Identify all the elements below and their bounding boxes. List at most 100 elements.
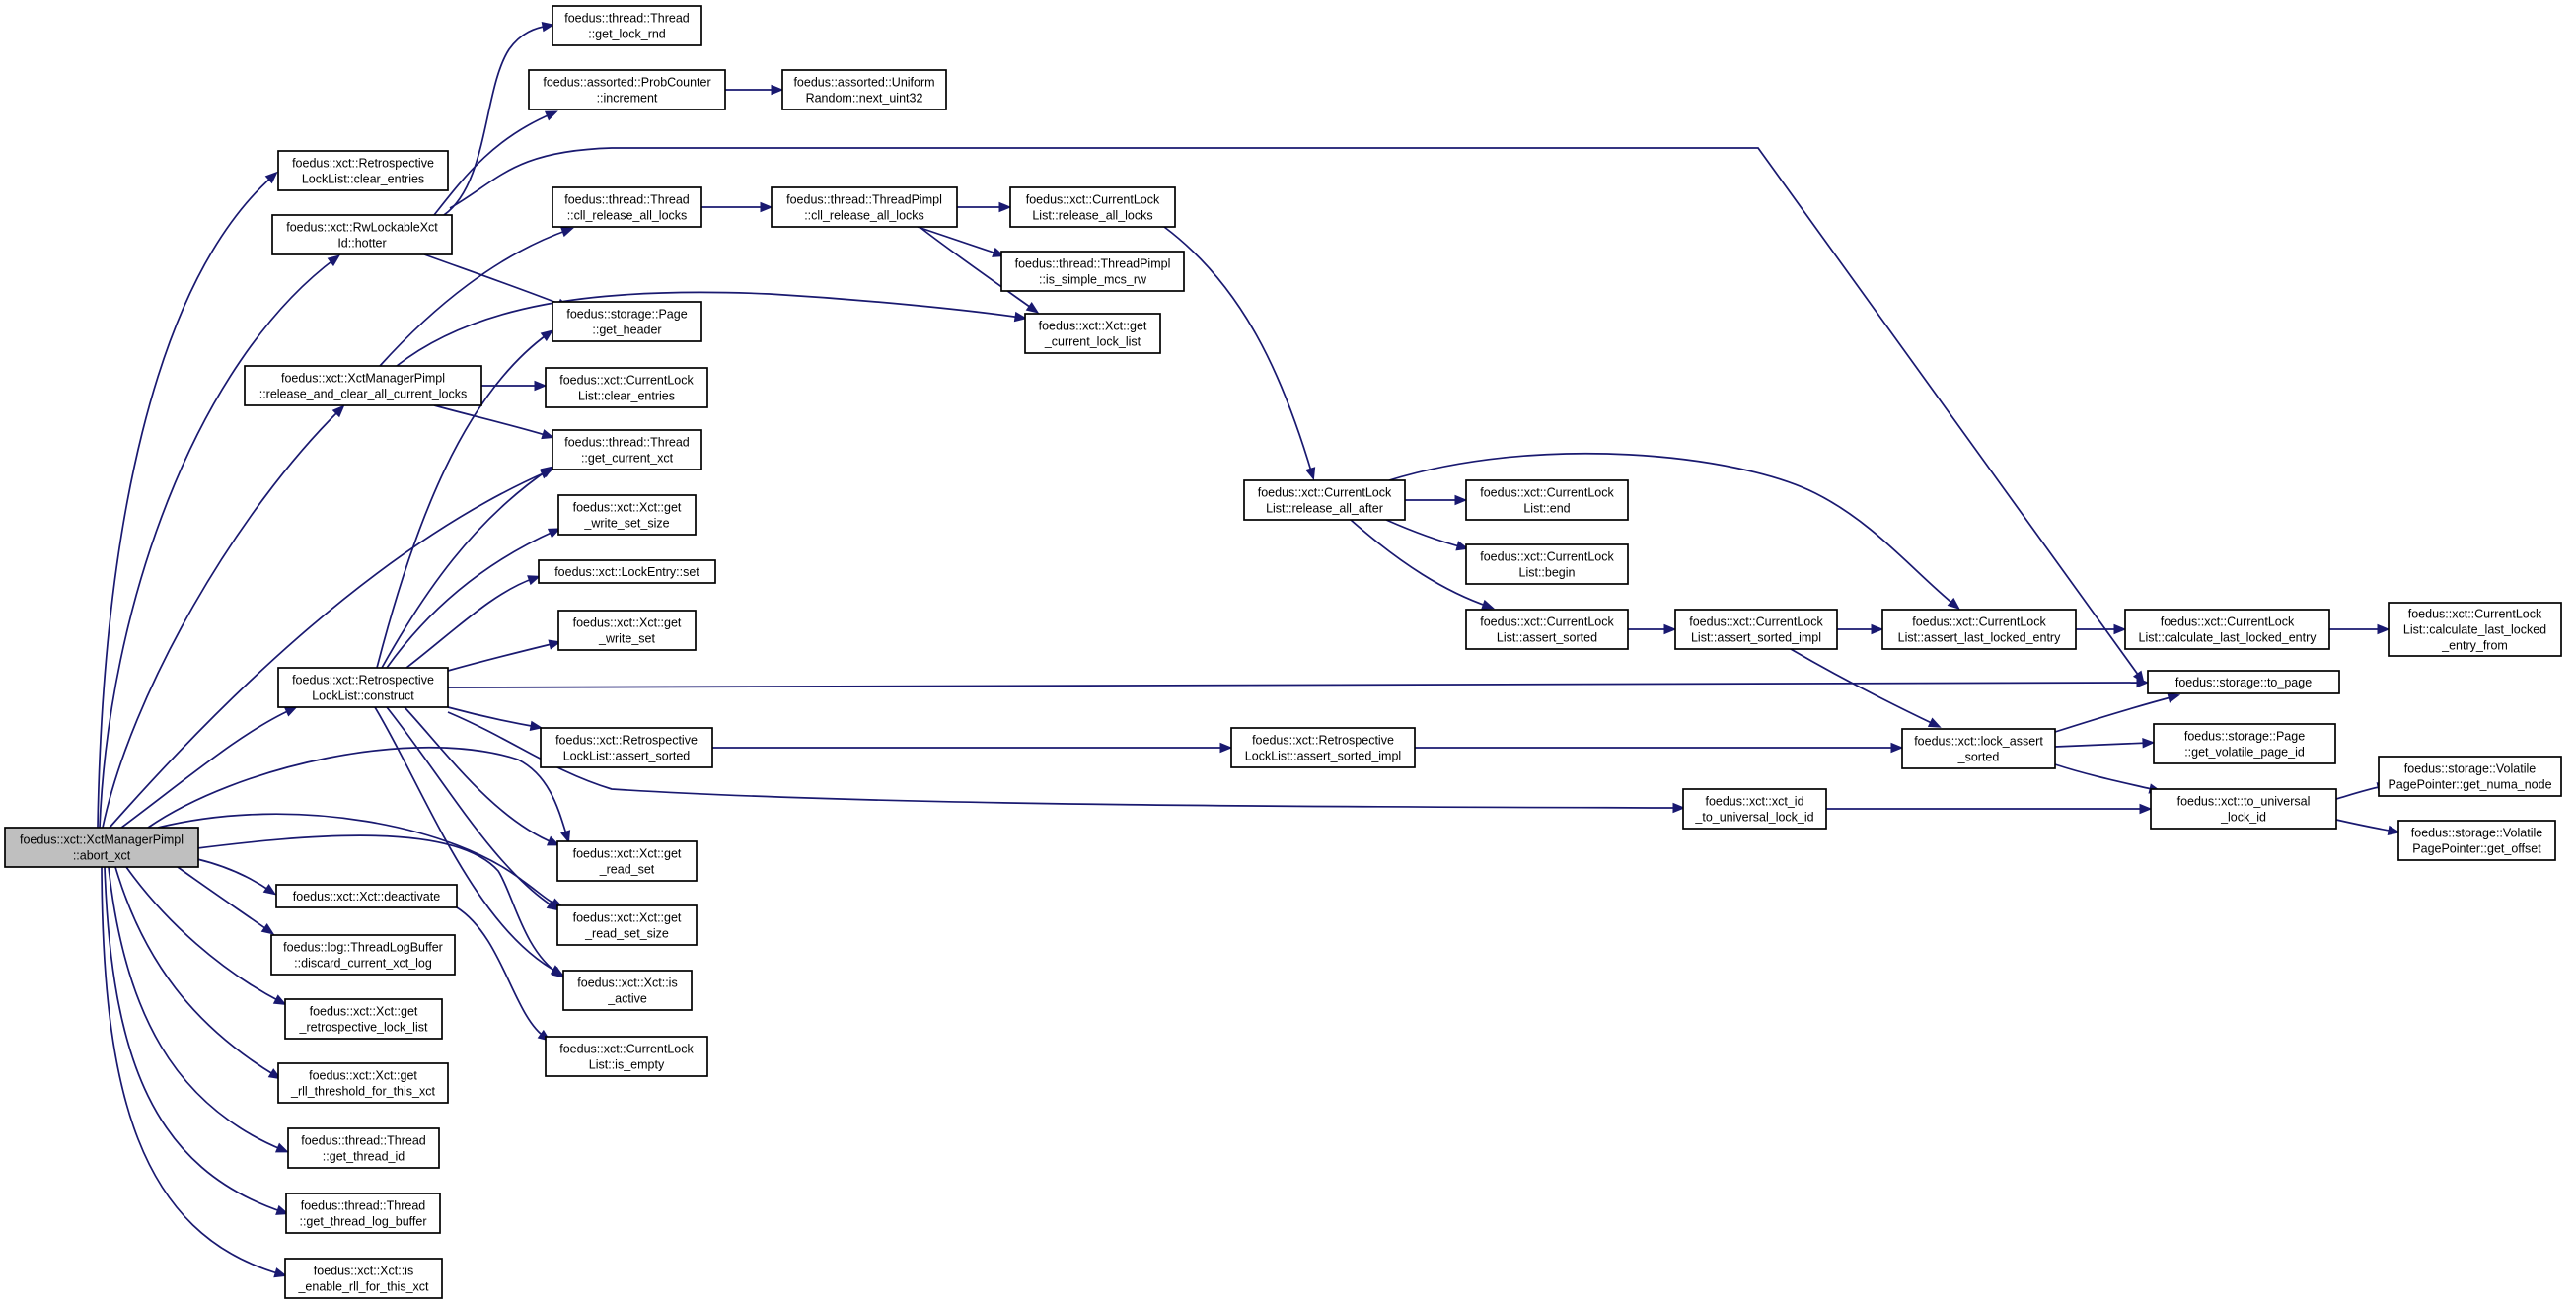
function-node-n32[interactable]: foedus::xct::CurrentLockList::calculate_… [2388,602,2562,657]
function-node-n23[interactable]: foedus::thread::ThreadPimpl::cll_release… [771,186,958,228]
function-node-n6[interactable]: foedus::xct::Xct::deactivate [275,884,458,908]
edge-arrowhead [1871,623,1884,635]
function-node-n0[interactable]: foedus::xct::XctManagerPimpl::abort_xct [4,827,199,868]
edge-arrowhead [771,84,784,96]
edge-arrowhead [560,227,574,238]
function-node-n4[interactable]: foedus::thread::Thread::get_current_xct [552,429,702,470]
function-node-box [1901,728,2056,769]
function-node-box [2150,788,2337,830]
call-edge-n5-n39 [376,329,554,669]
function-node-n26[interactable]: foedus::xct::CurrentLockList::release_al… [1243,479,1406,521]
function-node-n21[interactable]: foedus::xct::Xct::get_current_lock_list [1024,313,1161,354]
call-edge-n0-n8 [125,866,287,1005]
function-node-label: List::calculate_last_locked_entry [2139,631,2318,645]
function-node-n28[interactable]: foedus::xct::CurrentLockList::assert_sor… [1465,609,1629,650]
function-node-label: _rll_threshold_for_this_xct [290,1085,435,1099]
call-edge-n43-n45 [712,742,1233,754]
edge-line [376,332,550,669]
call-edge-n3-n20 [379,227,574,367]
function-node-label: List::release_all_locks [1032,209,1152,223]
function-node-n27[interactable]: foedus::xct::CurrentLockList::assert_las… [1881,609,2077,650]
function-node-n39[interactable]: foedus::storage::Page::get_header [552,301,702,342]
function-node-n5[interactable]: foedus::xct::RetrospectiveLockList::cons… [277,667,449,708]
function-node-label: List::is_empty [589,1058,665,1072]
function-node-label: List::clear_entries [578,390,675,403]
edge-line [381,469,550,669]
function-node-label: foedus::thread::Thread [564,193,690,207]
function-node-label: foedus::assorted::ProbCounter [543,76,710,90]
call-edge-n3-n21 [396,291,1028,367]
function-node-n20[interactable]: foedus::thread::Thread::cll_release_all_… [552,186,702,228]
function-node-box [545,367,708,408]
function-node-label: foedus::thread::ThreadPimpl [1015,257,1171,271]
function-node-n37[interactable]: foedus::storage::VolatilePagePointer::ge… [2378,756,2562,797]
function-node-n11[interactable]: foedus::thread::Thread::get_thread_log_b… [285,1193,441,1234]
edge-arrowhead [260,922,275,935]
function-node-n9[interactable]: foedus::xct::Xct::get_rll_threshold_for_… [277,1062,449,1104]
function-node-n31[interactable]: foedus::xct::CurrentLockList::calculate_… [2124,609,2330,650]
call-edge-n3-n22 [481,380,548,392]
function-node-n41[interactable]: foedus::xct::LockEntry::set [538,559,716,584]
function-node-n24[interactable]: foedus::xct::CurrentLockList::release_al… [1009,186,1176,228]
function-node-label: foedus::thread::Thread [301,1134,426,1148]
function-node-n33[interactable]: foedus::xct::CurrentLockList::assert_sor… [1674,609,1838,650]
function-node-n38[interactable]: foedus::storage::VolatilePagePointer::ge… [2397,820,2556,861]
function-node-n17[interactable]: foedus::assorted::ProbCounter::increment [528,69,726,110]
function-node-label: List::calculate_last_locked [2403,623,2546,637]
function-node-n42[interactable]: foedus::xct::Xct::get_write_set [557,610,697,651]
function-node-box [277,667,449,708]
function-node-n44[interactable]: foedus::xct::xct_id_to_universal_lock_id [1682,788,1827,830]
function-node-label: foedus::storage::Volatile [2404,762,2536,776]
function-node-label: foedus::xct::RwLockableXct [286,221,438,235]
function-node-n34[interactable]: foedus::xct::lock_assert_sorted [1901,728,2056,769]
function-node-box [2147,670,2340,694]
edge-arrowhead [534,380,548,392]
edge-line [404,706,555,844]
function-node-n15[interactable]: foedus::xct::Xct::is_active [562,970,693,1011]
function-node-n36[interactable]: foedus::xct::to_universal_lock_id [2150,788,2337,830]
function-node-n45[interactable]: foedus::xct::RetrospectiveLockList::asse… [1230,727,1416,768]
function-node-n40[interactable]: foedus::xct::Xct::get_write_set_size [557,494,697,536]
call-edge-n5-n41 [405,575,541,669]
function-node-box [244,365,482,406]
function-node-n12[interactable]: foedus::xct::Xct::is_enable_rll_for_this… [284,1258,443,1299]
function-node-n19[interactable]: foedus::assorted::UniformRandom::next_ui… [781,69,947,110]
edge-line [196,858,272,893]
edge-line [449,147,2142,680]
function-node-n35[interactable]: foedus::storage::Page::get_volatile_page… [2153,723,2336,764]
function-node-n43[interactable]: foedus::xct::RetrospectiveLockList::asse… [540,727,713,768]
call-edge-n44-n36 [1826,803,2153,815]
function-node-n7[interactable]: foedus::log::ThreadLogBuffer::discard_cu… [270,934,456,976]
edge-line [386,706,555,908]
function-node-label: _enable_rll_for_this_xct [297,1280,429,1294]
function-node-n22[interactable]: foedus::xct::CurrentLockList::clear_entr… [545,367,708,408]
call-edge-n26-n28 [1350,519,1495,610]
function-node-box [1682,788,1827,830]
function-node-label: PagePointer::get_offset [2412,842,2541,856]
function-node-box [556,904,698,946]
function-node-n14[interactable]: foedus::xct::Xct::get_read_set_size [556,904,698,946]
function-node-label: foedus::xct::XctManagerPimpl [20,833,184,847]
function-node-label: foedus::xct::Xct::get [573,501,682,515]
function-node-n18[interactable]: foedus::storage::to_page [2147,670,2340,694]
function-node-label: ::increment [597,92,658,106]
edge-line [188,834,560,976]
function-node-n13[interactable]: foedus::xct::Xct::get_read_set [556,840,698,882]
function-node-label: ::get_volatile_page_id [2184,746,2305,760]
function-node-n10[interactable]: foedus::thread::Thread::get_thread_id [287,1127,440,1169]
edge-line [374,706,559,974]
function-node-n1[interactable]: foedus::xct::RetrospectiveLockList::clea… [277,150,449,191]
function-node-box [4,827,199,868]
edge-line [1163,226,1313,475]
function-node-n3[interactable]: foedus::xct::XctManagerPimpl::release_an… [244,365,482,406]
function-node-n25[interactable]: foedus::thread::ThreadPimpl::is_simple_m… [1000,251,1185,292]
function-node-n8[interactable]: foedus::xct::Xct::get_retrospective_lock… [284,998,443,1040]
edge-line [120,708,293,829]
function-node-label: foedus::xct::Xct::get [573,616,682,630]
function-node-n16[interactable]: foedus::thread::Thread::get_lock_rnd [552,5,702,46]
function-node-label: List::assert_sorted_impl [1691,631,1821,645]
